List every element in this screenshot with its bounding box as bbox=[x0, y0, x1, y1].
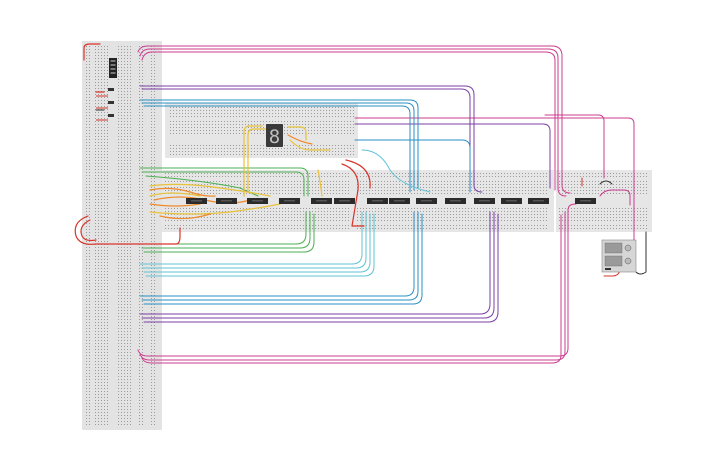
seven-segment-glyph: 8 bbox=[269, 126, 280, 148]
wire bbox=[354, 123, 551, 189]
wire bbox=[341, 163, 365, 227]
wire bbox=[80, 219, 97, 242]
wire bbox=[544, 114, 605, 179]
ic-chip bbox=[445, 198, 466, 204]
wire bbox=[139, 85, 483, 193]
wire-layer bbox=[74, 43, 647, 364]
ic-chip bbox=[311, 198, 332, 204]
wire bbox=[599, 189, 631, 206]
ic-chip bbox=[367, 198, 388, 204]
ic-chip bbox=[334, 198, 355, 204]
wire bbox=[143, 213, 499, 323]
wire bbox=[143, 213, 423, 305]
wire bbox=[361, 149, 431, 193]
wire bbox=[139, 211, 415, 297]
ic-chip bbox=[416, 198, 437, 204]
wire bbox=[243, 125, 263, 197]
seven-segment-display: 8 bbox=[266, 124, 283, 148]
wire bbox=[287, 126, 307, 141]
wire bbox=[139, 48, 567, 197]
wire bbox=[149, 183, 271, 197]
wire bbox=[83, 43, 101, 61]
wire bbox=[139, 99, 419, 189]
top-display-board bbox=[165, 103, 358, 158]
wire bbox=[141, 51, 556, 191]
wire bbox=[145, 213, 375, 277]
wire bbox=[159, 213, 211, 220]
wire bbox=[345, 159, 371, 189]
wire bbox=[149, 192, 201, 197]
wire bbox=[141, 88, 471, 189]
chip-row bbox=[186, 198, 596, 204]
wire bbox=[141, 211, 495, 319]
vertical-main-board bbox=[82, 41, 162, 430]
wire bbox=[139, 167, 309, 197]
ic-chip bbox=[501, 198, 522, 204]
wire bbox=[141, 211, 367, 269]
wire bbox=[74, 215, 181, 245]
ic-chip bbox=[216, 198, 237, 204]
wire bbox=[139, 211, 363, 265]
ic-chip bbox=[247, 198, 268, 204]
wire bbox=[137, 45, 571, 194]
wire bbox=[141, 171, 305, 197]
wire bbox=[149, 203, 201, 207]
wire bbox=[137, 203, 577, 357]
wire bbox=[143, 213, 315, 253]
wire bbox=[247, 128, 267, 191]
wire bbox=[139, 211, 307, 245]
wire bbox=[141, 211, 419, 301]
ic-chip bbox=[186, 198, 207, 204]
wire bbox=[599, 180, 613, 185]
ic-chip bbox=[528, 198, 549, 204]
wire bbox=[289, 139, 331, 151]
chip-row-board-right bbox=[556, 170, 652, 232]
wire bbox=[635, 231, 647, 275]
ic-chip bbox=[279, 198, 300, 204]
wire bbox=[141, 102, 415, 191]
main-board-components bbox=[96, 88, 114, 121]
wire bbox=[354, 117, 635, 241]
wire bbox=[317, 169, 323, 197]
wire bbox=[141, 211, 311, 249]
wire bbox=[141, 214, 562, 364]
ic-chip bbox=[389, 198, 410, 204]
wire bbox=[143, 213, 371, 273]
ic-chip bbox=[575, 198, 596, 204]
wire bbox=[287, 134, 313, 145]
wire bbox=[139, 211, 491, 315]
wire bbox=[143, 105, 411, 193]
knob-top[interactable] bbox=[624, 244, 632, 252]
knob-bottom[interactable] bbox=[624, 257, 632, 265]
ic-chip bbox=[474, 198, 495, 204]
power-supply[interactable] bbox=[601, 239, 637, 273]
wire bbox=[354, 139, 471, 193]
dip-switch[interactable] bbox=[109, 58, 117, 78]
wire bbox=[139, 211, 566, 361]
wire bbox=[149, 203, 281, 215]
wire bbox=[145, 175, 259, 197]
wire bbox=[149, 187, 216, 197]
